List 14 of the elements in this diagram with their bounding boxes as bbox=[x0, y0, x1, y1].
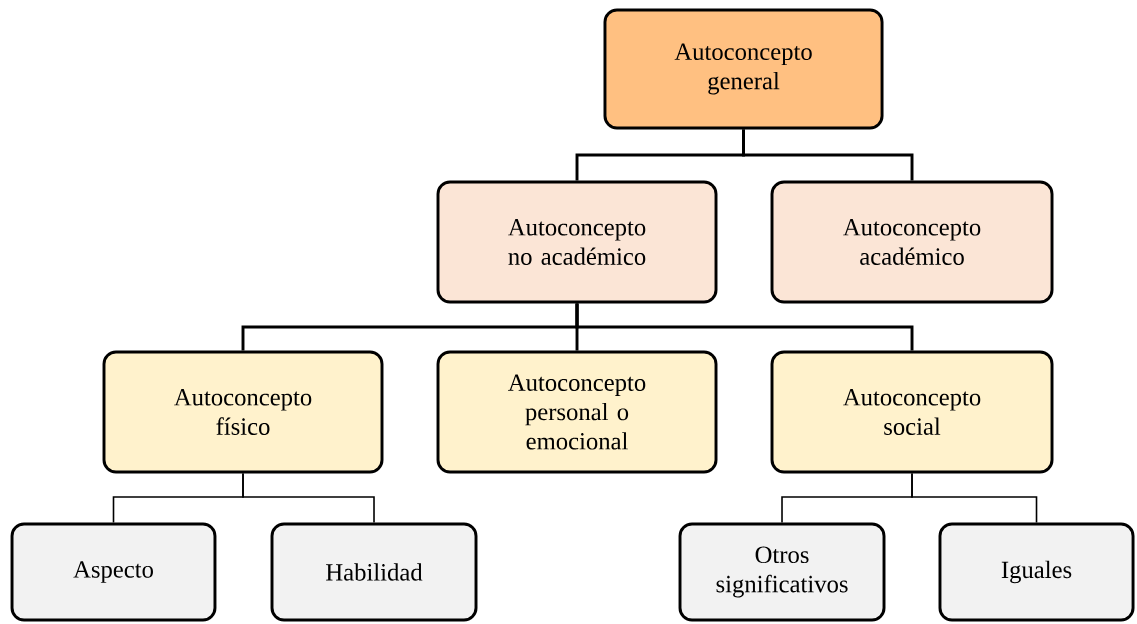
concept-box: Iguales bbox=[938, 522, 1135, 622]
concept-box: Autoconcepto académico bbox=[770, 180, 1054, 304]
concept-box: Autoconcepto general bbox=[603, 8, 884, 130]
concept-box: Otros significativos bbox=[678, 522, 886, 622]
connector-line bbox=[242, 472, 375, 524]
connector-line bbox=[575, 303, 914, 351]
concept-box: Autoconcepto social bbox=[770, 350, 1054, 474]
connector-line bbox=[911, 472, 1038, 524]
concept-box: Autoconcepto físico bbox=[102, 350, 384, 474]
concept-box: Habilidad bbox=[270, 522, 478, 622]
concept-box: Autoconcepto no académico bbox=[436, 180, 718, 304]
connector-line bbox=[742, 129, 914, 181]
concept-box: Aspecto bbox=[10, 522, 217, 622]
concept-box: Autoconcepto personal o emocional bbox=[436, 350, 718, 474]
